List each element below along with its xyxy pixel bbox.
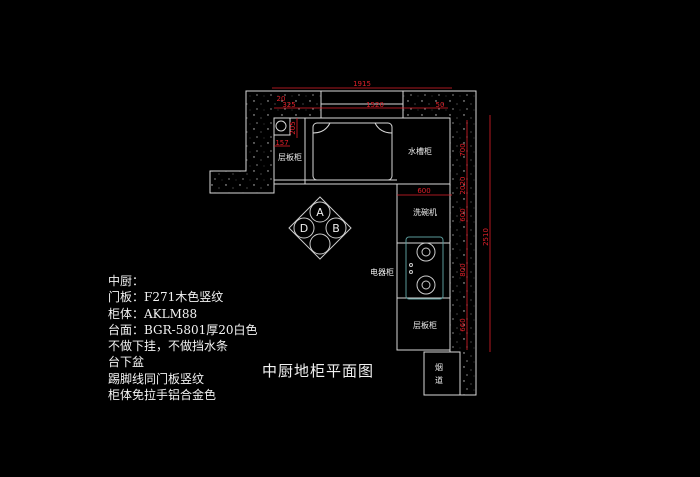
label-shelf-cabinet-top: 层板柜: [278, 152, 302, 162]
dim-overall-right: 2510: [482, 228, 490, 246]
drawing-title: 中厨地柜平面图: [262, 362, 375, 380]
note-line: 台面：BGR-5801厚20白色: [108, 322, 258, 337]
label-dishwasher: 洗碗机: [413, 207, 437, 217]
spec-notes: 中厨： 门板：F271木色竖纹 柜体：AKLM88 台面：BGR-5801厚20…: [108, 273, 258, 403]
dim-inner-top: 1520: [366, 101, 384, 109]
dim-right-660: 660: [459, 318, 467, 331]
dim-205: 205: [289, 121, 297, 134]
right-cabinet-run: [396, 183, 451, 351]
abd-symbol: [288, 196, 352, 260]
note-line: 柜体免拉手铝合金色: [108, 388, 217, 403]
note-line: 不做下挂，不做挡水条: [108, 339, 229, 354]
dim-right-800: 800: [459, 263, 467, 276]
symbol-a: A: [316, 206, 324, 219]
dim-right-20a: 20: [459, 177, 467, 186]
flue: [423, 351, 461, 396]
small-box: [273, 117, 291, 136]
dim-right-600: 600: [459, 208, 467, 221]
label-flue-2: 道: [435, 375, 443, 385]
dim-325: 325: [282, 101, 295, 109]
dim-157: 157: [275, 139, 288, 147]
note-line: 台下盆: [108, 355, 145, 370]
label-appliance-cabinet: 电器柜: [370, 267, 394, 277]
note-line: 柜体：AKLM88: [108, 306, 198, 321]
dim-overall-top: 1915: [353, 80, 371, 88]
dim-20: 20: [277, 95, 286, 103]
symbol-b: B: [332, 222, 340, 235]
dim-right-20: 20: [459, 186, 467, 195]
label-flue-1: 烟: [435, 363, 443, 372]
symbol-d: D: [300, 222, 308, 235]
note-line: 中厨：: [108, 274, 145, 288]
dim-50: 50: [436, 101, 445, 109]
label-sink-cabinet: 水槽柜: [408, 146, 432, 156]
note-line: 门板：F271木色竖纹: [108, 290, 224, 305]
note-line: 踢脚线同门板竖纹: [108, 371, 205, 386]
cooktop: [405, 236, 444, 300]
dim-600-horizontal: 600: [417, 187, 430, 195]
round-fixture: [275, 120, 287, 132]
label-shelf-cabinet-bottom: 层板柜: [413, 320, 437, 330]
dim-700: 700: [459, 143, 467, 156]
upper-cabinet-run: [273, 117, 451, 185]
